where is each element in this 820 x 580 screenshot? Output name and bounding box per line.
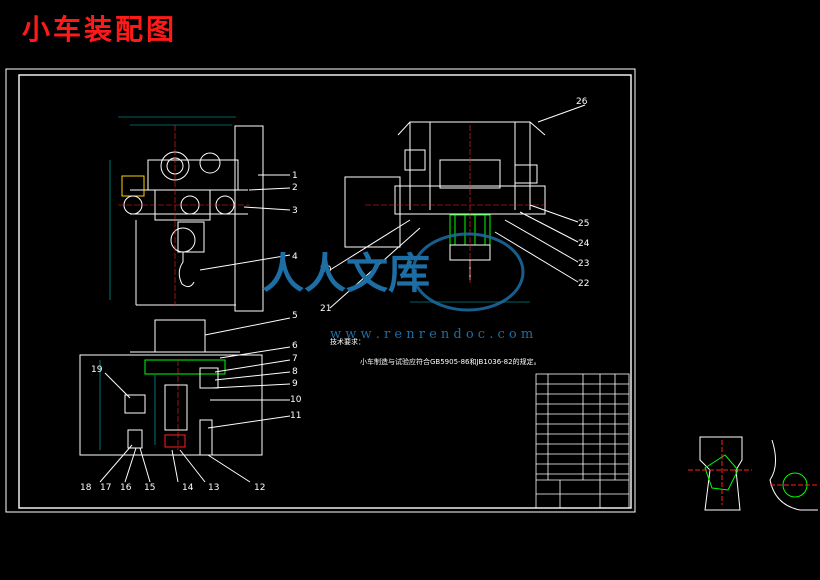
- outer-frame: [5, 68, 636, 513]
- callout-11: 11: [290, 411, 301, 421]
- callout-25: 25: [578, 219, 589, 229]
- callout-5: 5: [292, 311, 298, 321]
- callout-6: 6: [292, 341, 298, 351]
- callout-7: 7: [292, 354, 298, 364]
- callout-9: 9: [292, 379, 298, 389]
- watermark-url: w w w . r e n r e n d o c . c o m: [330, 327, 533, 342]
- detail-views: [688, 436, 818, 511]
- callout-21: 21: [320, 304, 331, 314]
- callout-4: 4: [292, 252, 298, 262]
- callout-23: 23: [578, 259, 589, 269]
- callout-19: 19: [91, 365, 103, 375]
- callout-18: 18: [80, 483, 92, 493]
- callout-16: 16: [120, 483, 132, 493]
- callout-10: 10: [290, 395, 302, 405]
- inner-frame: [18, 74, 632, 509]
- watermark: [411, 232, 525, 312]
- tech-req-line1: 小车制造与试验应符合GB5905-86和JB1036-82的规定。: [360, 357, 541, 366]
- callout-26: 26: [576, 97, 588, 107]
- parts-list: [535, 373, 630, 509]
- side-view: [329, 104, 586, 309]
- page-title: 小车装配图: [22, 13, 178, 46]
- callout-14: 14: [182, 483, 194, 493]
- callout-24: 24: [578, 239, 590, 249]
- callout-17: 17: [100, 483, 111, 493]
- callout-8: 8: [292, 367, 298, 377]
- callout-1: 1: [292, 171, 298, 181]
- callout-15: 15: [144, 483, 155, 493]
- callout-22: 22: [578, 279, 589, 289]
- callout-20: 20: [320, 265, 332, 275]
- front-view: [109, 116, 291, 312]
- callout-2: 2: [292, 183, 298, 193]
- tech-req-heading: 技术要求：: [330, 337, 365, 346]
- callout-12: 12: [254, 483, 265, 493]
- top-view: [79, 317, 291, 483]
- watermark-brand: 人人文库: [262, 249, 430, 298]
- callout-13: 13: [208, 483, 219, 493]
- callout-3: 3: [292, 206, 298, 216]
